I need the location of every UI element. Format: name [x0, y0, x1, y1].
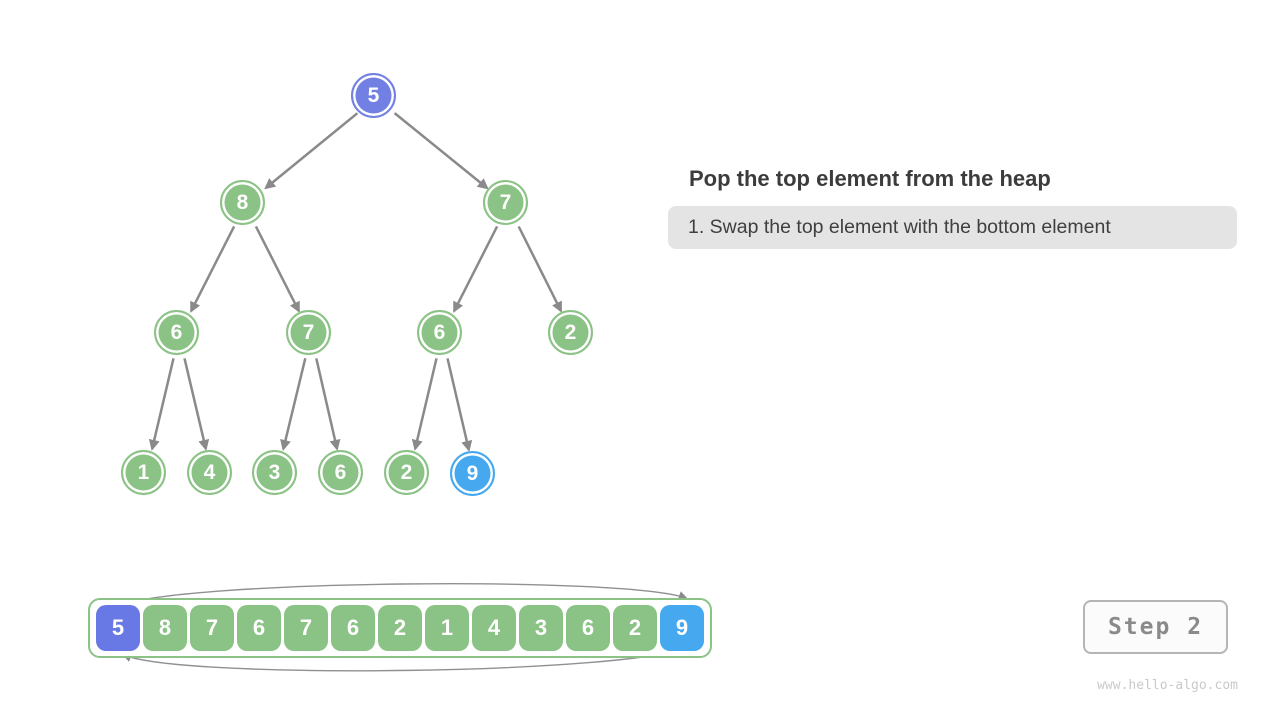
array-cell: 2	[378, 605, 422, 651]
tree-node-value: 6	[170, 320, 183, 344]
tree-node-value: 2	[400, 460, 413, 484]
array-cell: 4	[472, 605, 516, 651]
step-caption: 1. Swap the top element with the bottom …	[668, 206, 1237, 249]
tree-node-value: 3	[268, 460, 281, 484]
tree-node: 4	[187, 450, 232, 495]
tree-node: 6	[318, 450, 363, 495]
tree-node: 8	[220, 180, 265, 225]
array-cell: 6	[331, 605, 375, 651]
tree-node: 2	[548, 310, 593, 355]
array-cell: 7	[190, 605, 234, 651]
tree-node: 7	[286, 310, 331, 355]
tree-edge	[190, 225, 236, 313]
tree-edge	[280, 358, 307, 451]
array-cell: 6	[237, 605, 281, 651]
tree-node-value: 1	[137, 460, 150, 484]
tree-edge	[264, 112, 359, 190]
array-cell: 9	[660, 605, 704, 651]
tree-node-value: 2	[564, 320, 577, 344]
tree-node: 7	[483, 180, 528, 225]
tree-edge	[315, 358, 341, 451]
tree-node-bottom: 9	[450, 451, 495, 496]
tree-edge	[148, 358, 175, 451]
array-cell: 2	[613, 605, 657, 651]
tree-node: 6	[154, 310, 199, 355]
array-cell: 6	[566, 605, 610, 651]
tree-node: 2	[384, 450, 429, 495]
tree-edge	[453, 225, 499, 313]
tree-edge	[183, 358, 210, 451]
array-cell: 7	[284, 605, 328, 651]
array-cell: 3	[519, 605, 563, 651]
tree-node-value: 5	[367, 83, 380, 107]
tree-edges	[148, 112, 563, 452]
watermark: www.hello-algo.com	[1097, 678, 1238, 693]
heap-array: 5 8 7 6 7 6 2 1 4 3 6 2 9	[88, 598, 712, 658]
step-badge: Step 2	[1083, 600, 1228, 654]
tree-node-value: 7	[499, 190, 512, 214]
tree-node-value: 8	[236, 190, 249, 214]
tree-node-value: 4	[203, 460, 216, 484]
figure-title: Pop the top element from the heap	[689, 166, 1051, 191]
swap-arc-top	[118, 583, 688, 607]
array-cell: 1	[425, 605, 469, 651]
tree-node: 6	[417, 310, 462, 355]
tree-edge	[411, 358, 438, 451]
tree-node: 1	[121, 450, 166, 495]
tree-edge	[517, 225, 563, 313]
array-cell: 8	[143, 605, 187, 651]
tree-node-root: 5	[351, 73, 396, 118]
tree-node-value: 9	[466, 461, 479, 485]
tree-node: 3	[252, 450, 297, 495]
tree-edge	[393, 112, 489, 190]
tree-edge	[446, 358, 473, 452]
tree-edge	[254, 225, 300, 313]
array-cell: 5	[96, 605, 140, 651]
tree-node-value: 6	[433, 320, 446, 344]
tree-node-value: 6	[334, 460, 347, 484]
tree-node-value: 7	[302, 320, 315, 344]
